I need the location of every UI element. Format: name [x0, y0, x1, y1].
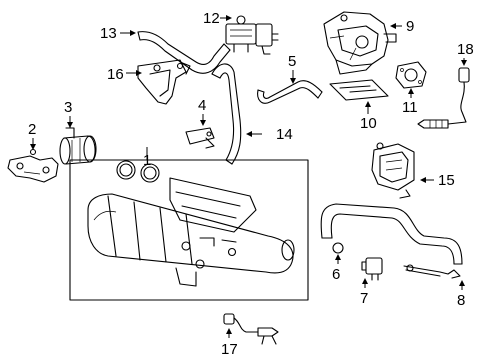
- callout-16: 16: [107, 66, 124, 83]
- part-13-hose: [137, 31, 231, 74]
- callout-18: 18: [457, 41, 474, 58]
- callout-15: 15: [438, 172, 455, 189]
- part-12-valve: [225, 15, 279, 55]
- callout-6: 6: [332, 266, 340, 283]
- part-8-bracket: [403, 264, 461, 279]
- callout-13: 13: [100, 25, 117, 42]
- part-14-hose: [211, 63, 242, 165]
- part-2-bracket: [7, 148, 59, 183]
- part-10-plate: [329, 79, 389, 101]
- callout-5: 5: [288, 53, 296, 70]
- part-5-hose: [257, 80, 323, 104]
- part-6-hose: [320, 203, 463, 265]
- callout-8: 8: [457, 292, 465, 309]
- part-1-canister: [69, 159, 309, 301]
- callout-3: 3: [64, 99, 72, 116]
- callout-4: 4: [198, 97, 206, 114]
- callout-17: 17: [221, 341, 238, 358]
- callout-1: 1: [143, 152, 151, 169]
- part-9-valve-assembly: [323, 11, 397, 75]
- callout-12: 12: [203, 10, 220, 27]
- part-18-sensor: [417, 67, 470, 129]
- callout-9: 9: [406, 18, 414, 35]
- part-11-gasket: [395, 61, 427, 89]
- part-7-connector: [361, 257, 383, 281]
- callout-2: 2: [28, 121, 36, 138]
- part-17-sensor: [223, 313, 279, 345]
- part-4-clip: [185, 127, 215, 149]
- part-16-bracket: [137, 59, 191, 105]
- callout-14: 14: [276, 126, 293, 143]
- part-15-valve: [371, 142, 415, 199]
- part-3-filter: [59, 121, 97, 165]
- callout-10: 10: [360, 115, 377, 132]
- callout-11: 11: [402, 99, 418, 116]
- callout-7: 7: [360, 290, 368, 307]
